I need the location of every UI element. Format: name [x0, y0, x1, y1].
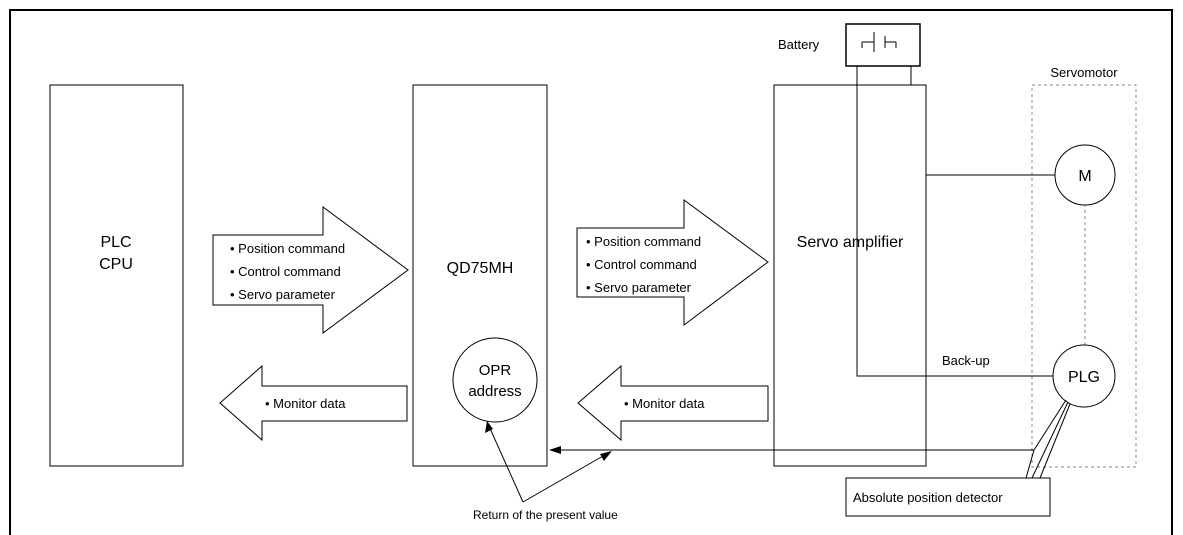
- plc-cpu-block: [49, 84, 184, 467]
- return-leader-opr-arrowhead: [485, 421, 493, 433]
- opr-address-label-line1: OPR: [479, 362, 512, 379]
- plg-label: PLG: [1068, 369, 1100, 386]
- return-leader-to-opr: [487, 423, 524, 503]
- monitor-arrow-right: [577, 364, 769, 442]
- opr-address-circle: [452, 337, 538, 423]
- command-right-item: • Control command: [586, 257, 697, 272]
- monitor-left-label: • Monitor data: [265, 396, 346, 411]
- servomotor-enclosure: [1031, 84, 1137, 468]
- battery-icon: [861, 32, 897, 52]
- monitor-right-label: • Monitor data: [624, 396, 705, 411]
- command-left-item: • Control command: [230, 264, 341, 279]
- present-value-arrowhead: [549, 446, 561, 454]
- command-arrow-right: [576, 199, 769, 326]
- backup-line: [856, 85, 1053, 377]
- monitor-arrow-left: [219, 364, 408, 442]
- command-list-right: • Position command • Control command • S…: [586, 234, 701, 295]
- motor-label: M: [1078, 168, 1091, 185]
- plc-cpu-label-line1: PLC: [100, 234, 131, 251]
- command-right-item: • Servo parameter: [586, 280, 692, 295]
- return-leader-to-line: [522, 451, 611, 503]
- servo-amplifier-block: [773, 84, 927, 467]
- return-leader-line-arrowhead: [600, 451, 612, 461]
- absolute-detector-leaders: [1025, 399, 1071, 479]
- battery-label: Battery: [778, 37, 820, 52]
- absolute-detector-box: [845, 477, 1051, 517]
- absolute-detector-label: Absolute position detector: [853, 490, 1003, 505]
- command-left-item: • Servo parameter: [230, 287, 336, 302]
- qd75mh-label: QD75MH: [447, 260, 514, 277]
- outer-frame: [9, 9, 1173, 535]
- command-list-left: • Position command • Control command • S…: [230, 241, 345, 302]
- servo-amplifier-label: Servo amplifier: [797, 234, 904, 251]
- opr-address-label-line2: address: [468, 383, 521, 400]
- backup-label: Back-up: [942, 353, 990, 368]
- return-present-value-label: Return of the present value: [473, 508, 618, 522]
- command-right-item: • Position command: [586, 234, 701, 249]
- command-left-item: • Position command: [230, 241, 345, 256]
- command-arrow-left: [212, 206, 409, 334]
- servomotor-label: Servomotor: [1050, 65, 1118, 80]
- battery-box: [845, 23, 921, 67]
- plc-cpu-label-line2: CPU: [99, 256, 133, 273]
